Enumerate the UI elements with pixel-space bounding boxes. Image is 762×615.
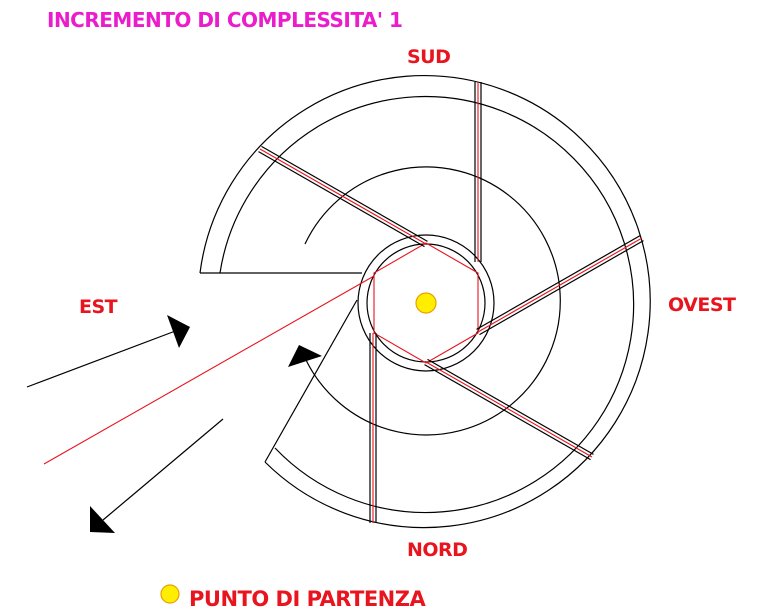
- spoke-lower-right-wall-line: [424, 364, 591, 461]
- spokes-group: [258, 82, 644, 523]
- start-point-marker: [415, 292, 437, 314]
- exit-arrowhead-icon: [90, 506, 115, 533]
- spoke-right-wall-line: [476, 234, 641, 330]
- spoke-upper-left-wall-line: [258, 151, 425, 248]
- inner-wall-arc: [219, 95, 635, 514]
- label-east: EST: [79, 296, 118, 318]
- diagram-title: INCREMENTO DI COMPLESSITA' 1: [47, 8, 402, 32]
- spoke-lower-right-path-line: [425, 361, 593, 458]
- legend-start-point-icon: [160, 584, 180, 604]
- label-west: OVEST: [668, 294, 736, 316]
- spoke-upper-left-path-line: [259, 148, 427, 245]
- spoke-right-wall-line: [479, 240, 644, 336]
- rotation-arrowhead-icon: [288, 345, 322, 367]
- legend-start-point-label: PUNTO DI PARTENZA: [189, 587, 426, 611]
- entrance-lower-wall: [264, 299, 358, 463]
- spoke-upper-left-wall-line: [261, 145, 428, 242]
- label-south: SUD: [407, 46, 450, 68]
- outer-wall-arc: [199, 74, 651, 529]
- hub-outer-ring: [357, 234, 495, 372]
- hexagon-path: [373, 242, 479, 364]
- entry-arrow-line: [26, 329, 179, 388]
- spoke-lower-right-wall-line: [427, 358, 594, 455]
- entry-arrowhead-icon: [167, 315, 190, 348]
- exit-arrow-line: [102, 418, 224, 521]
- entry-path-line: [43, 275, 375, 465]
- spoke-right-path-line: [477, 237, 643, 333]
- middle-ring-arc: [304, 166, 561, 436]
- label-north: NORD: [407, 539, 467, 561]
